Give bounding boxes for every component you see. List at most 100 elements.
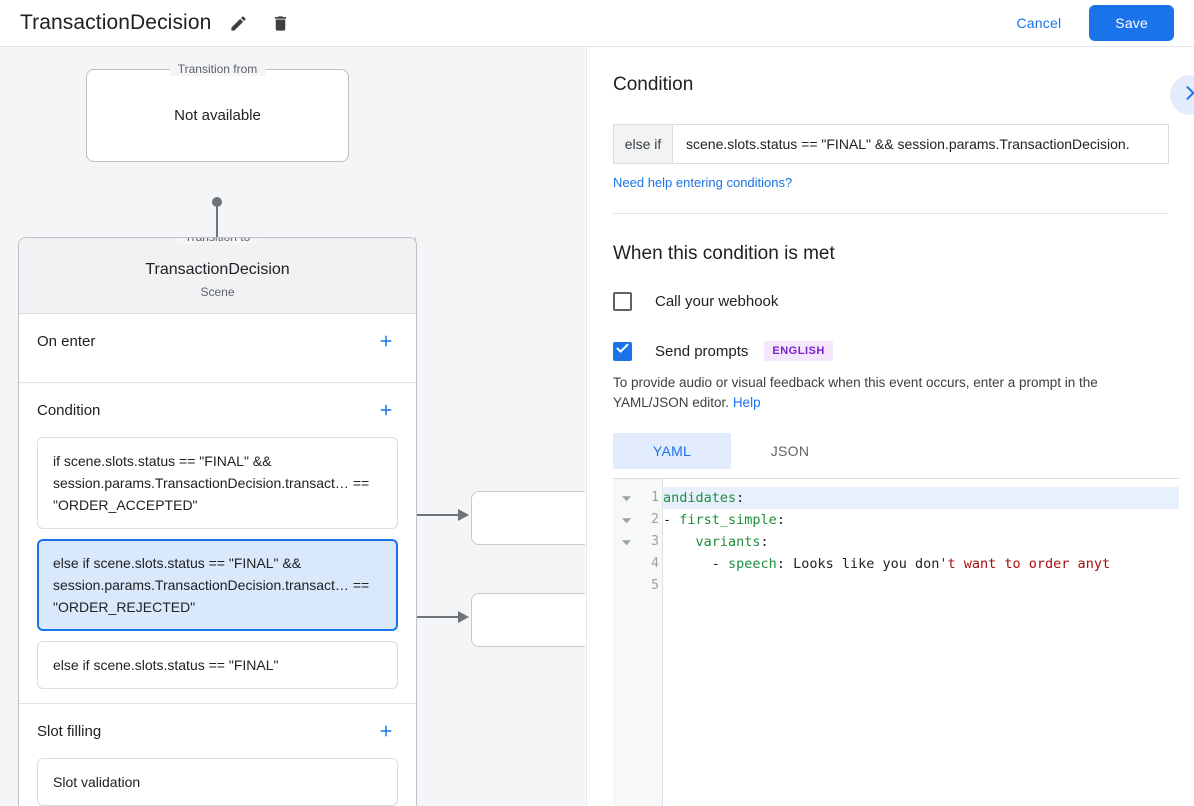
line-number: 4	[651, 556, 659, 571]
edge-arrow-condition-2	[458, 611, 469, 623]
topbar-left-group: TransactionDecision	[0, 8, 295, 38]
edge-line-from	[216, 202, 218, 260]
add-on-enter-button[interactable]	[374, 329, 398, 353]
add-slot-filling-button[interactable]	[374, 719, 398, 743]
prompts-help-link[interactable]: Help	[732, 395, 761, 410]
slot-filling-list-item[interactable]: Slot validation	[37, 758, 398, 806]
section-title-condition: Condition	[37, 401, 101, 419]
edit-name-button[interactable]	[223, 8, 253, 38]
line-number: 5	[651, 578, 659, 593]
target-node-1[interactable]	[471, 491, 585, 545]
code-token: speech	[728, 556, 777, 572]
code-token: 't want to order anyt	[939, 556, 1111, 572]
editor-line-number-gutter: 1 2 3 4 5	[639, 479, 663, 806]
tab-json[interactable]: JSON	[770, 443, 810, 459]
prompts-description-text: To provide audio or visual feedback when…	[613, 375, 1098, 410]
scene-graph-canvas[interactable]: Transition from Not available Transition…	[0, 47, 585, 806]
edge-line-condition-1	[398, 514, 461, 516]
code-line[interactable]: andidates:	[663, 487, 1179, 509]
code-line[interactable]: variants:	[663, 531, 1179, 553]
line-number: 1	[651, 490, 659, 505]
chevron-right-icon	[1180, 83, 1194, 108]
plus-icon	[377, 332, 395, 350]
yaml-code-editor[interactable]: 1 2 3 4 5 andidates:- first_simple: vari…	[613, 478, 1179, 806]
section-header-condition: Condition	[37, 383, 398, 437]
when-condition-met-title: When this condition is met	[613, 243, 835, 264]
send-prompts-checkbox[interactable]	[613, 341, 632, 361]
code-token: -	[663, 512, 680, 528]
editor-format-tabs: YAML JSON	[613, 433, 1168, 469]
checkmark-icon	[615, 341, 630, 361]
call-webhook-label: Call your webhook	[655, 293, 779, 310]
transition-to-legend: Transition to	[176, 238, 259, 244]
editor-code-area[interactable]: andidates:- first_simple: variants: - sp…	[663, 479, 1179, 806]
fold-toggle-empty	[613, 575, 639, 597]
condition-prefix-label: else if	[613, 124, 672, 164]
transition-to-subtitle: Scene	[200, 285, 235, 299]
panel-divider	[613, 213, 1168, 214]
topbar-right-group: Cancel Save	[1001, 5, 1194, 41]
pencil-icon	[229, 14, 248, 33]
transition-to-header[interactable]: TransactionDecision Scene	[19, 238, 416, 314]
page-title: TransactionDecision	[20, 11, 212, 34]
condition-input-row: else if	[613, 124, 1169, 164]
tab-yaml[interactable]: YAML	[613, 433, 731, 469]
condition-help-link[interactable]: Need help entering conditions?	[613, 175, 793, 190]
transition-from-node[interactable]: Transition from Not available	[86, 62, 349, 162]
transition-from-value: Not available	[174, 107, 261, 124]
section-slot-filling: Slot filling Slot validation	[19, 704, 416, 806]
condition-detail-panel: Condition else if Need help entering con…	[586, 47, 1194, 806]
section-title-on-enter: On enter	[37, 332, 96, 350]
transition-from-legend: Transition from	[169, 62, 266, 76]
line-number: 2	[651, 512, 659, 527]
plus-icon	[377, 722, 395, 740]
code-token: :	[776, 512, 785, 528]
condition-list-item[interactable]: if scene.slots.status == "FINAL" && sess…	[37, 437, 398, 529]
code-line[interactable]: - speech: Looks like you don't want to o…	[663, 553, 1179, 575]
save-button[interactable]: Save	[1089, 5, 1174, 41]
call-webhook-checkbox[interactable]	[613, 292, 632, 311]
cancel-button[interactable]: Cancel	[1001, 6, 1078, 40]
code-token: -	[663, 556, 729, 572]
transition-to-title: TransactionDecision	[145, 261, 290, 278]
fold-toggle-empty	[613, 553, 639, 575]
section-header-slot-filling: Slot filling	[37, 704, 398, 758]
plus-icon	[377, 401, 395, 419]
send-prompts-label: Send prompts	[655, 342, 749, 360]
panel-header: Condition else if Need help entering con…	[587, 47, 1194, 214]
code-token: :	[736, 490, 745, 506]
section-title-slot-filling: Slot filling	[37, 722, 102, 740]
fold-toggle[interactable]	[613, 509, 639, 531]
code-token: Looks like you don	[793, 556, 940, 572]
code-token: :	[760, 534, 769, 550]
language-badge: ENGLISH	[764, 341, 833, 361]
panel-title: Condition	[613, 74, 694, 95]
delete-scene-button[interactable]	[265, 8, 295, 38]
code-token: andidates	[663, 490, 737, 506]
condition-list-item-selected[interactable]: else if scene.slots.status == "FINAL" &&…	[37, 539, 398, 631]
transition-to-node: Transition to TransactionDecision Scene …	[18, 237, 417, 806]
panel-body: When this condition is met Call your web…	[587, 242, 1194, 806]
fold-toggle[interactable]	[613, 531, 639, 553]
code-token: :	[776, 556, 794, 572]
condition-expression-input[interactable]	[672, 124, 1169, 164]
code-token: variants	[695, 534, 761, 550]
edge-arrow-condition-1	[458, 509, 469, 521]
webhook-checkbox-row: Call your webhook	[613, 292, 1168, 311]
expand-panel-button[interactable]	[1170, 75, 1194, 115]
trash-icon	[271, 14, 290, 33]
line-number: 3	[651, 534, 659, 549]
code-line[interactable]: - first_simple:	[663, 509, 1179, 531]
prompts-description: To provide audio or visual feedback when…	[613, 373, 1168, 413]
code-token	[663, 534, 696, 550]
fold-toggle[interactable]	[613, 487, 639, 509]
top-app-bar: TransactionDecision Cancel Save	[0, 0, 1194, 47]
code-line[interactable]	[663, 575, 1179, 597]
condition-list-item[interactable]: else if scene.slots.status == "FINAL"	[37, 641, 398, 689]
add-condition-button[interactable]	[374, 398, 398, 422]
section-on-enter: On enter	[19, 314, 416, 383]
code-token: first_simple	[679, 512, 777, 528]
edge-line-condition-2	[398, 616, 461, 618]
editor-fold-column	[613, 479, 639, 806]
target-node-2[interactable]	[471, 593, 585, 647]
